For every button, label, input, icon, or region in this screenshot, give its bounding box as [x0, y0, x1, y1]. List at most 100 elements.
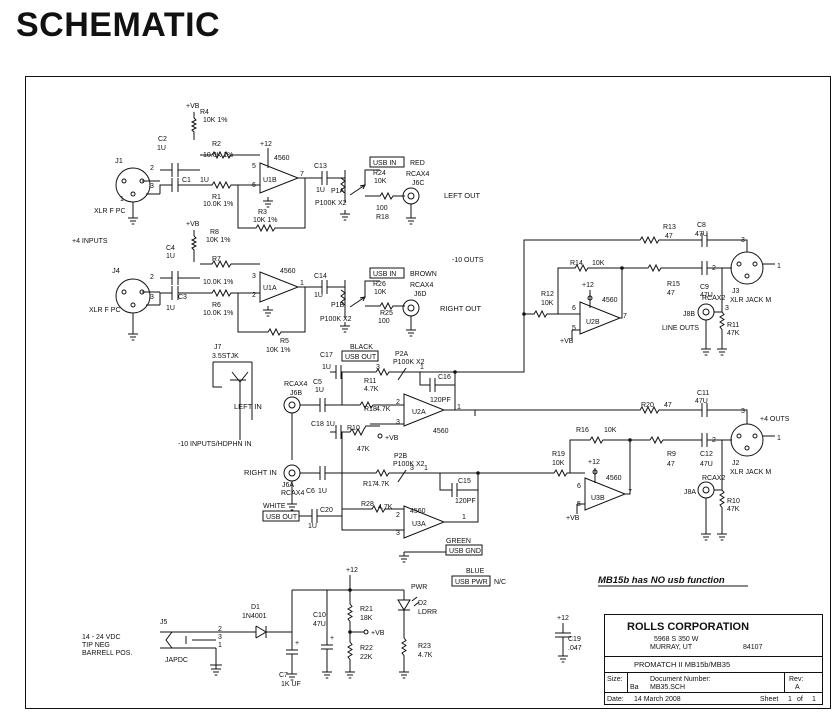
svg-text:+VB: +VB	[186, 221, 200, 228]
pwr-label: PWR	[411, 584, 427, 591]
svg-text:GREEN: GREEN	[446, 538, 471, 545]
svg-text:10K: 10K	[374, 178, 387, 185]
svg-text:C4: C4	[166, 245, 175, 252]
svg-text:C7: C7	[279, 672, 288, 679]
svg-text:+VB: +VB	[560, 338, 574, 345]
headphone-jack-j7	[212, 361, 253, 440]
svg-text:+: +	[330, 635, 334, 642]
svg-text:R8: R8	[210, 229, 219, 236]
svg-text:47U: 47U	[695, 398, 708, 405]
svg-text:1U: 1U	[315, 387, 324, 394]
dc-jack-j5	[160, 631, 216, 649]
svg-text:4560: 4560	[606, 475, 622, 482]
svg-text:Date:: Date:	[607, 696, 624, 703]
svg-text:1U: 1U	[314, 292, 323, 299]
svg-text:R26: R26	[373, 281, 386, 288]
svg-text:R17: R17	[363, 481, 376, 488]
svg-text:.047: .047	[568, 645, 582, 652]
svg-text:3: 3	[218, 634, 222, 641]
svg-text:3: 3	[252, 273, 256, 280]
svg-text:A: A	[795, 684, 800, 691]
svg-text:4.7K: 4.7K	[364, 386, 379, 393]
svg-text:C16: C16	[438, 374, 451, 381]
svg-text:1: 1	[420, 364, 424, 371]
svg-text:3: 3	[150, 183, 154, 190]
svg-text:USB OUT: USB OUT	[345, 354, 377, 361]
svg-text:USB OUT: USB OUT	[266, 514, 298, 521]
right-out-label: RIGHT OUT	[440, 304, 482, 313]
svg-text:5968 S 350 W: 5968 S 350 W	[654, 636, 699, 643]
sheet-border	[25, 76, 831, 709]
svg-text:U1A: U1A	[263, 285, 277, 292]
svg-text:J6A: J6A	[282, 482, 294, 489]
svg-text:R16: R16	[576, 427, 589, 434]
svg-text:C10: C10	[313, 612, 326, 619]
svg-text:47U: 47U	[700, 461, 713, 468]
svg-text:100: 100	[378, 318, 390, 325]
svg-text:BARRELL POS.: BARRELL POS.	[82, 650, 132, 657]
svg-text:R3: R3	[258, 209, 267, 216]
drawing-date: 14 March 2008	[634, 696, 681, 703]
svg-text:R11: R11	[364, 378, 376, 385]
rca-j6c	[402, 187, 420, 205]
svg-text:R20: R20	[641, 402, 654, 409]
svg-text:BROWN: BROWN	[410, 271, 437, 278]
svg-text:USB GND: USB GND	[449, 548, 481, 555]
svg-text:R18: R18	[364, 406, 377, 413]
svg-text:J8B: J8B	[683, 311, 695, 318]
svg-text:J2: J2	[732, 460, 740, 467]
svg-text:+VB: +VB	[186, 103, 200, 110]
svg-text:1U: 1U	[166, 253, 175, 260]
svg-text:RCAX2: RCAX2	[702, 475, 725, 482]
svg-text:4560: 4560	[433, 428, 449, 435]
svg-text:3: 3	[396, 419, 400, 426]
svg-text:C11: C11	[697, 390, 709, 397]
no-usb-note: MB15b has NO usb function	[598, 575, 725, 586]
svg-text:R24: R24	[373, 170, 386, 177]
svg-text:1: 1	[300, 280, 304, 287]
svg-text:10K: 10K	[604, 427, 617, 434]
svg-text:2: 2	[712, 265, 716, 272]
svg-text:10.0K 1%: 10.0K 1%	[203, 152, 233, 159]
svg-text:JAPDC: JAPDC	[165, 657, 188, 664]
opamp-u2a	[403, 393, 446, 427]
svg-text:C18: C18	[311, 421, 324, 428]
svg-text:10K: 10K	[552, 460, 565, 467]
svg-text:+12: +12	[260, 141, 272, 148]
opamp-u2b	[579, 301, 622, 335]
svg-text:4.7K: 4.7K	[378, 504, 393, 511]
svg-text:10.0K 1%: 10.0K 1%	[203, 310, 233, 317]
svg-text:6: 6	[572, 305, 576, 312]
svg-text:R21: R21	[360, 606, 373, 613]
svg-text:RCAX2: RCAX2	[702, 295, 725, 302]
svg-text:1U: 1U	[322, 364, 331, 371]
svg-text:1K UF: 1K UF	[281, 681, 301, 688]
svg-text:1U: 1U	[308, 523, 317, 530]
svg-text:10.0K 1%: 10.0K 1%	[203, 201, 233, 208]
svg-text:P100K X2: P100K X2	[393, 461, 425, 468]
svg-text:C9: C9	[700, 284, 709, 291]
plus4-inputs-label: +4 INPUTS	[72, 238, 108, 245]
svg-text:7: 7	[623, 313, 627, 320]
svg-text:C13: C13	[314, 163, 327, 170]
svg-text:100: 100	[376, 205, 388, 212]
svg-text:J6C: J6C	[412, 180, 424, 187]
ref-j1: J1	[115, 156, 123, 165]
svg-text:TIP NEG: TIP NEG	[82, 642, 110, 649]
svg-text:10K 1%: 10K 1%	[266, 347, 291, 354]
svg-text:C2: C2	[158, 136, 167, 143]
svg-text:10K: 10K	[541, 300, 554, 307]
label-j1-type: XLR F PC	[94, 208, 126, 215]
svg-text:P2A: P2A	[395, 351, 409, 358]
svg-text:RCAX4: RCAX4	[284, 381, 307, 388]
svg-text:84107: 84107	[743, 644, 763, 651]
svg-text:4560: 4560	[602, 297, 618, 304]
minus10-inputs-label: -10 INPUTS/HDPHN IN	[178, 441, 252, 448]
svg-text:4560: 4560	[410, 508, 426, 515]
svg-text:P2B: P2B	[394, 453, 408, 460]
svg-text:C15: C15	[458, 478, 471, 485]
svg-text:R28: R28	[361, 501, 374, 508]
svg-text:2: 2	[396, 399, 400, 406]
svg-text:C6: C6	[306, 488, 315, 495]
